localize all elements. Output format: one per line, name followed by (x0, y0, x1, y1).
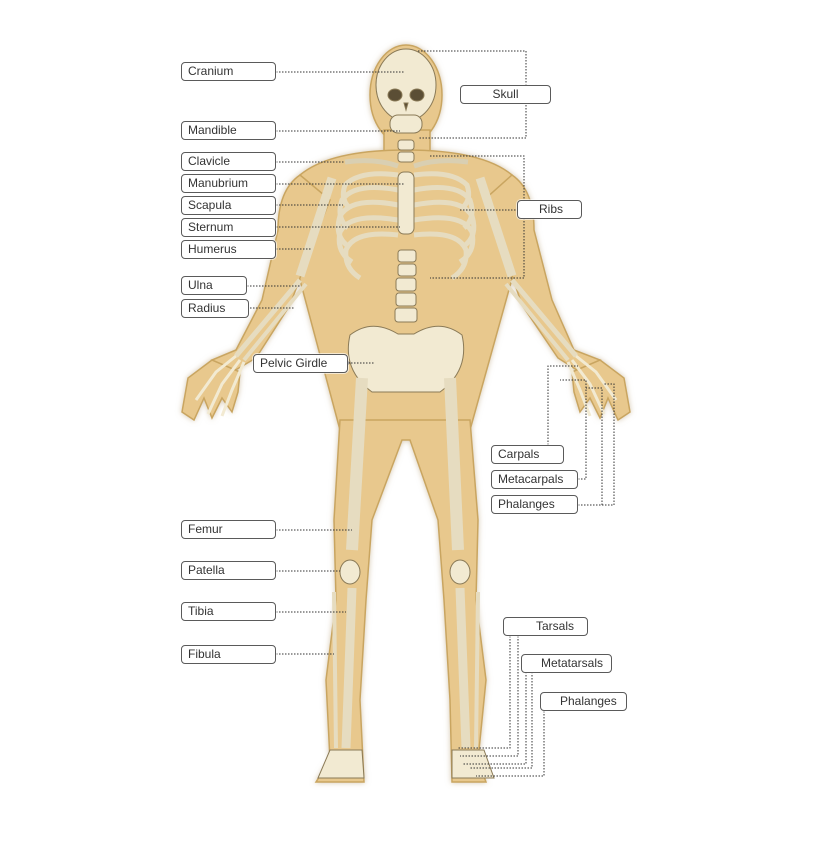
label-skull: Skull (460, 85, 551, 104)
spine-bone (394, 139, 418, 323)
label-radius: Radius (181, 299, 249, 318)
tibia-bone (341, 587, 357, 749)
label-metacarpals: Metacarpals (491, 470, 578, 489)
label-phalanges-hand: Phalanges (491, 495, 578, 514)
label-scapula: Scapula (181, 196, 276, 215)
label-manubrium: Manubrium (181, 174, 276, 193)
label-fibula: Fibula (181, 645, 276, 664)
radius-bone (242, 282, 308, 362)
label-phalanges-foot: Phalanges (540, 692, 627, 711)
label-tarsals: Tarsals (503, 617, 588, 636)
ribcage-bone (335, 171, 477, 281)
label-sternum: Sternum (181, 218, 276, 237)
fibula-bone (332, 591, 338, 749)
femur-bone (346, 377, 368, 551)
sternum-bone (397, 171, 415, 235)
bones (194, 48, 618, 779)
hand-bones (194, 354, 246, 417)
label-carpals: Carpals (491, 445, 564, 464)
label-humerus: Humerus (181, 240, 276, 259)
clavicle-bone (344, 158, 399, 169)
foot-bones (317, 749, 365, 779)
label-cranium: Cranium (181, 62, 276, 81)
label-metatarsals: Metatarsals (521, 654, 612, 673)
label-tibia: Tibia (181, 602, 276, 621)
label-clavicle: Clavicle (181, 152, 276, 171)
ulna-bone (234, 278, 302, 358)
label-pelvic-girdle: Pelvic Girdle (253, 354, 348, 373)
label-mandible: Mandible (181, 121, 276, 140)
label-patella: Patella (181, 561, 276, 580)
label-femur: Femur (181, 520, 276, 539)
patella-bone (339, 559, 361, 585)
label-ribs: Ribs (517, 200, 582, 219)
label-ulna: Ulna (181, 276, 247, 295)
